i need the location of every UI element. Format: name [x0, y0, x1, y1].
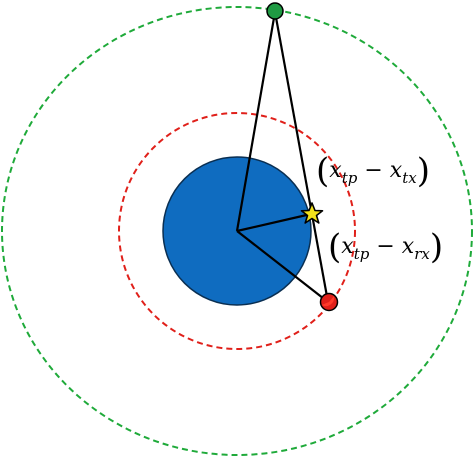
outer-orbit [1, 6, 473, 456]
transmitter-receiver-line [273, 11, 330, 303]
label-tp-minus-tx: (xtp−xtx) [316, 151, 430, 191]
center-to-tangent-line [236, 212, 312, 233]
label-tp-minus-rx: (xtp−xrx) [328, 227, 444, 267]
tangent-point-star [300, 202, 324, 224]
transmitter-point [266, 2, 284, 20]
center-to-transmitter-line [235, 11, 277, 232]
inner-orbit [118, 112, 356, 350]
center-to-receiver-line [236, 230, 329, 303]
receiver-point [319, 292, 339, 312]
